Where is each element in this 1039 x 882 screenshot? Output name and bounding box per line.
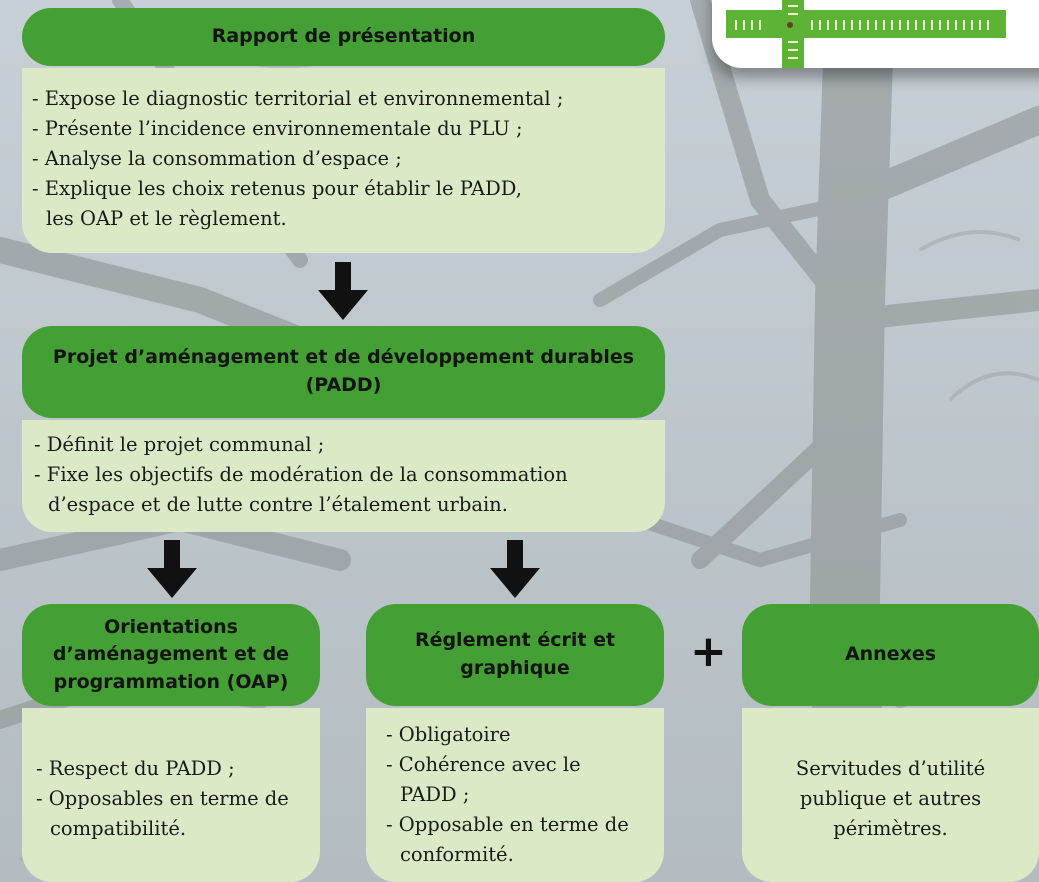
down-arrow-icon xyxy=(318,262,368,320)
reglement-line: conformité. xyxy=(400,843,514,866)
padd-line: - Fixe les objectifs de modération de la… xyxy=(34,463,568,486)
padd-line: - Définit le projet communal ; xyxy=(34,433,325,456)
annexes-line: publique et autres xyxy=(799,787,982,810)
rapport-line: - Analyse la consommation d’espace ; xyxy=(32,147,402,170)
oap-line: - Opposables en terme de xyxy=(36,787,289,810)
reglement-line: - Cohérence avec le xyxy=(386,753,581,776)
reglement-line: - Opposable en terme de xyxy=(386,813,629,836)
rapport-line: - Présente l’incidence environnementale … xyxy=(32,117,523,140)
annexes-line: périmètres. xyxy=(833,817,948,840)
annexes-header: Annexes xyxy=(742,604,1039,706)
ruler-graphic xyxy=(726,0,1006,68)
rapport-header: Rapport de présentation xyxy=(22,8,665,66)
reglement-title-line1: Réglement écrit et xyxy=(414,629,616,652)
ruler-logo xyxy=(712,0,1039,68)
padd-line: d’espace et de lutte contre l’étalement … xyxy=(48,493,508,516)
oap-title-line1: Orientations xyxy=(104,615,238,638)
reglement-header: Réglement écrit et graphique xyxy=(366,604,664,706)
rapport-title: Rapport de présentation xyxy=(211,25,476,48)
padd-title-line2: (PADD) xyxy=(305,374,382,396)
rapport-line: - Explique les choix retenus pour établi… xyxy=(32,177,522,200)
annexes-title: Annexes xyxy=(844,643,937,666)
rapport-body: - Expose le diagnostic territorial et en… xyxy=(22,68,665,253)
padd-body: - Définit le projet communal ; - Fixe le… xyxy=(22,420,665,532)
plus-icon: + xyxy=(690,626,727,677)
oap-body: - Respect du PADD ; - Opposables en term… xyxy=(22,708,320,882)
annexes-body: Servitudes d’utilité publique et autres … xyxy=(742,708,1039,882)
annexes-line: Servitudes d’utilité xyxy=(795,757,986,780)
oap-title-line3: programmation (OAP) xyxy=(53,670,289,693)
reglement-line: - Obligatoire xyxy=(386,723,511,746)
oap-line: - Respect du PADD ; xyxy=(36,757,235,780)
oap-title-line2: d’aménagement et de xyxy=(52,643,290,666)
padd-title-line1: Projet d’aménagement et de développement… xyxy=(52,346,635,369)
oap-header: Orientations d’aménagement et de program… xyxy=(22,604,320,706)
down-arrow-icon xyxy=(490,540,540,598)
oap-line: compatibilité. xyxy=(50,817,187,840)
reglement-body: - Obligatoire - Cohérence avec le PADD ;… xyxy=(366,708,664,882)
reglement-line: PADD ; xyxy=(400,783,470,806)
rapport-line: - Expose le diagnostic territorial et en… xyxy=(32,87,564,110)
rapport-line: les OAP et le règlement. xyxy=(46,207,287,230)
reglement-title-line2: graphique xyxy=(460,657,570,679)
down-arrow-icon xyxy=(147,540,197,598)
padd-header: Projet d’aménagement et de développement… xyxy=(22,326,665,418)
